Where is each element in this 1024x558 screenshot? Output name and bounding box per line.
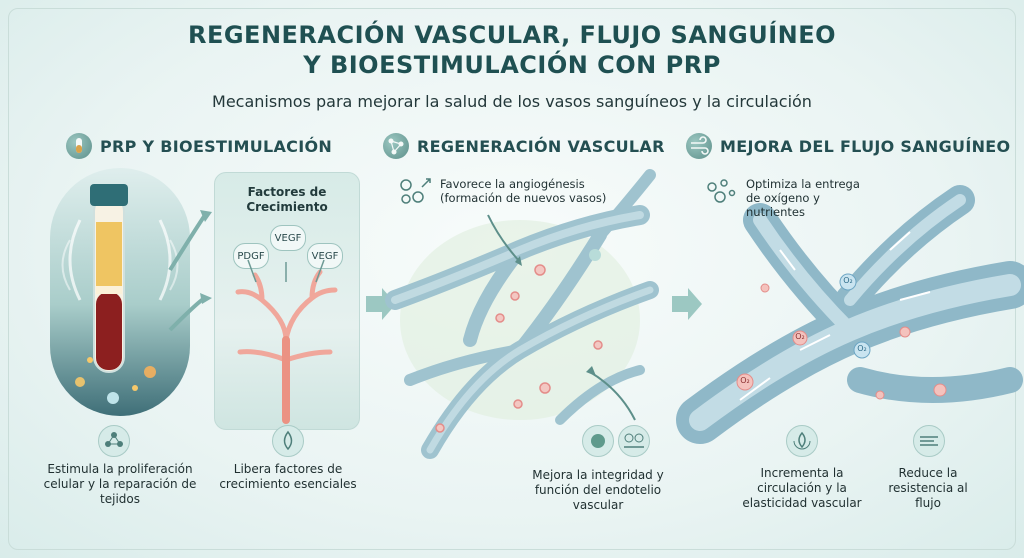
section-title-regen: REGENERACIÓN VASCULAR	[417, 136, 665, 156]
flow-lines-icon	[913, 425, 945, 457]
cell-icon	[582, 425, 614, 457]
cells-growth-icon	[398, 175, 436, 205]
factor-vegf-1: VEGF	[270, 225, 306, 251]
title-line-2: Y BIOESTIMULACIÓN CON PRP	[303, 51, 721, 79]
test-tube-icon	[66, 133, 92, 159]
o2-label-4: O₂	[740, 376, 750, 385]
note-angiogenesis: Favorece la angiogénesis (formación de n…	[440, 177, 607, 205]
section-header-flow: MEJORA DEL FLUJO SANGUÍNEO	[686, 132, 1010, 160]
caption-resistance: Reduce la resistencia al flujo	[888, 466, 968, 510]
section-header-prp: PRP Y BIOESTIMULACIÓN	[66, 132, 332, 160]
oxygen-bubbles-icon	[704, 175, 738, 205]
caption-growth-factors: Libera factores de crecimiento esenciale…	[219, 462, 357, 491]
section-header-regen: REGENERACIÓN VASCULAR	[383, 132, 665, 160]
o2-label-3: O₂	[795, 332, 805, 341]
caption-proliferation: Estimula la proliferación celular y la r…	[43, 462, 197, 506]
o2-label-2: O₂	[857, 344, 867, 353]
caption-endothelium: Mejora la integridad y función del endot…	[532, 468, 664, 512]
drop-icon	[272, 425, 304, 457]
network-icon	[383, 133, 409, 159]
section-title-prp: PRP Y BIOESTIMULACIÓN	[100, 136, 333, 156]
section-title-flow: MEJORA DEL FLUJO SANGUÍNEO	[720, 136, 1011, 156]
page-title: REGENERACIÓN VASCULAR, FLUJO SANGUÍNEO Y…	[0, 20, 1024, 80]
endothelium-icon	[618, 425, 650, 457]
title-line-1: REGENERACIÓN VASCULAR, FLUJO SANGUÍNEO	[187, 21, 836, 49]
factor-vegf-2: VEGF	[307, 243, 343, 269]
caption-circulation: Incrementa la circulación y la elasticid…	[742, 466, 862, 510]
elasticity-icon	[786, 425, 818, 457]
growth-factors-title: Factores de Crecimiento	[246, 185, 328, 214]
cell-network-icon	[98, 425, 130, 457]
page-subtitle: Mecanismos para mejorar la salud de los …	[212, 92, 812, 111]
wind-icon	[686, 133, 712, 159]
o2-label-1: O₂	[843, 276, 853, 285]
note-oxygen: Optimiza la entrega de oxígeno y nutrien…	[746, 177, 860, 219]
